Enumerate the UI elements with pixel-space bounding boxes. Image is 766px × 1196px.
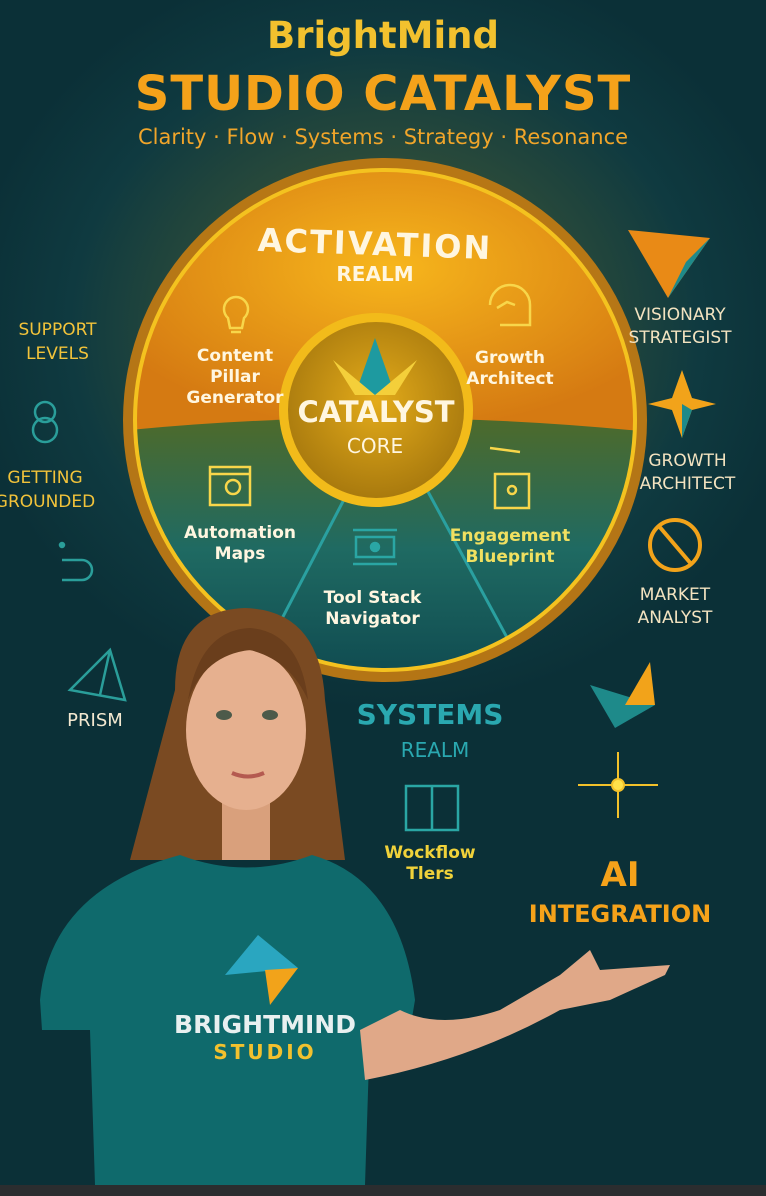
workflow-label: Wockflow Tlers: [365, 843, 495, 885]
segment-engagement-blueprint: Engagement Blueprint: [445, 526, 575, 568]
core-subtitle: CORE: [346, 434, 404, 458]
label-line: Tlers: [406, 864, 454, 884]
label-line: SUPPORT: [18, 320, 97, 340]
automation-window-icon: [208, 465, 252, 507]
brand-name: BrightMind: [267, 14, 499, 57]
label-line: GETTING: [7, 468, 83, 488]
segment-content-pillar: Content Pillar Generator: [170, 346, 300, 409]
segment-label: Engagement: [449, 526, 571, 546]
segment-label: Content: [196, 346, 274, 366]
segment-label: Pillar: [210, 367, 260, 387]
lightbulb-icon: [222, 295, 250, 334]
segment-label: Blueprint: [465, 547, 555, 567]
flow-path-icon: [58, 541, 94, 582]
market-analyst-icon: [648, 518, 702, 572]
ai-subtitle: INTEGRATION: [528, 900, 712, 928]
systems-realm-subtitle: REALM: [400, 738, 470, 762]
label-line: STRATEGIST: [628, 328, 732, 348]
label-line: Wockflow: [384, 843, 476, 863]
wheel-diagram: [123, 158, 647, 682]
segment-label: Architect: [466, 369, 554, 389]
tagline: Clarity · Flow · Systems · Strategy · Re…: [137, 125, 629, 149]
label-line: MARKET: [639, 585, 711, 605]
bottom-bar: [0, 1185, 766, 1196]
label-line: ARCHITECT: [639, 474, 736, 494]
ai-arrow-icon: [590, 662, 655, 728]
support-levels-label: SUPPORT LEVELS: [0, 318, 115, 366]
catalyst-core-logo-icon: [333, 338, 417, 395]
sparkle-icon: [578, 752, 658, 818]
segment-label: Tool Stack: [323, 588, 422, 608]
visionary-strategist-icon: [628, 230, 710, 298]
visionary-strategist-label: VISIONARY STRATEGIST: [620, 304, 740, 350]
label-line: GROWTH: [648, 451, 727, 471]
tool-stack-icon: [353, 528, 397, 566]
label-line: ANALYST: [637, 608, 713, 628]
page-title: STUDIO CATALYST: [134, 66, 632, 122]
growth-architect-star-icon: [648, 370, 716, 438]
getting-grounded-label: GETTING GROUNDED: [0, 466, 100, 514]
prism-label: PRISM: [67, 710, 123, 731]
segment-label: Automation: [184, 523, 296, 543]
blueprint-icon: [489, 446, 531, 510]
shirt-brand-text: BRIGHTMIND: [174, 1010, 356, 1039]
segment-label: Growth: [475, 348, 545, 368]
presenter-figure: [40, 608, 670, 1185]
segment-automation-maps: Automation Maps: [175, 523, 305, 565]
systems-realm-title: SYSTEMS: [356, 698, 504, 731]
segment-label: Generator: [186, 388, 284, 408]
prism-icon: [67, 647, 127, 702]
ai-title: AI: [600, 855, 640, 895]
segment-growth-architect: Growth Architect: [450, 348, 570, 390]
growth-architect-label: GROWTH ARCHITECT: [625, 450, 750, 496]
segment-tool-stack-navigator: Tool Stack Navigator: [305, 588, 440, 630]
segment-label: Navigator: [325, 609, 420, 629]
support-levels-rings-icon: [31, 400, 59, 444]
market-analyst-label: MARKET ANALYST: [620, 584, 730, 630]
workflow-icon: [404, 784, 460, 832]
activation-realm-subtitle: REALM: [336, 262, 414, 286]
shirt-logo-icon: [225, 935, 298, 1005]
label-line: GROUNDED: [0, 492, 96, 512]
core-title: CATALYST: [297, 395, 455, 429]
growth-chart-icon: [488, 283, 532, 327]
segment-label: Maps: [214, 544, 266, 564]
label-line: VISIONARY: [634, 305, 726, 325]
label-line: LEVELS: [26, 344, 89, 364]
shirt-studio-text: STUDIO: [213, 1040, 317, 1064]
